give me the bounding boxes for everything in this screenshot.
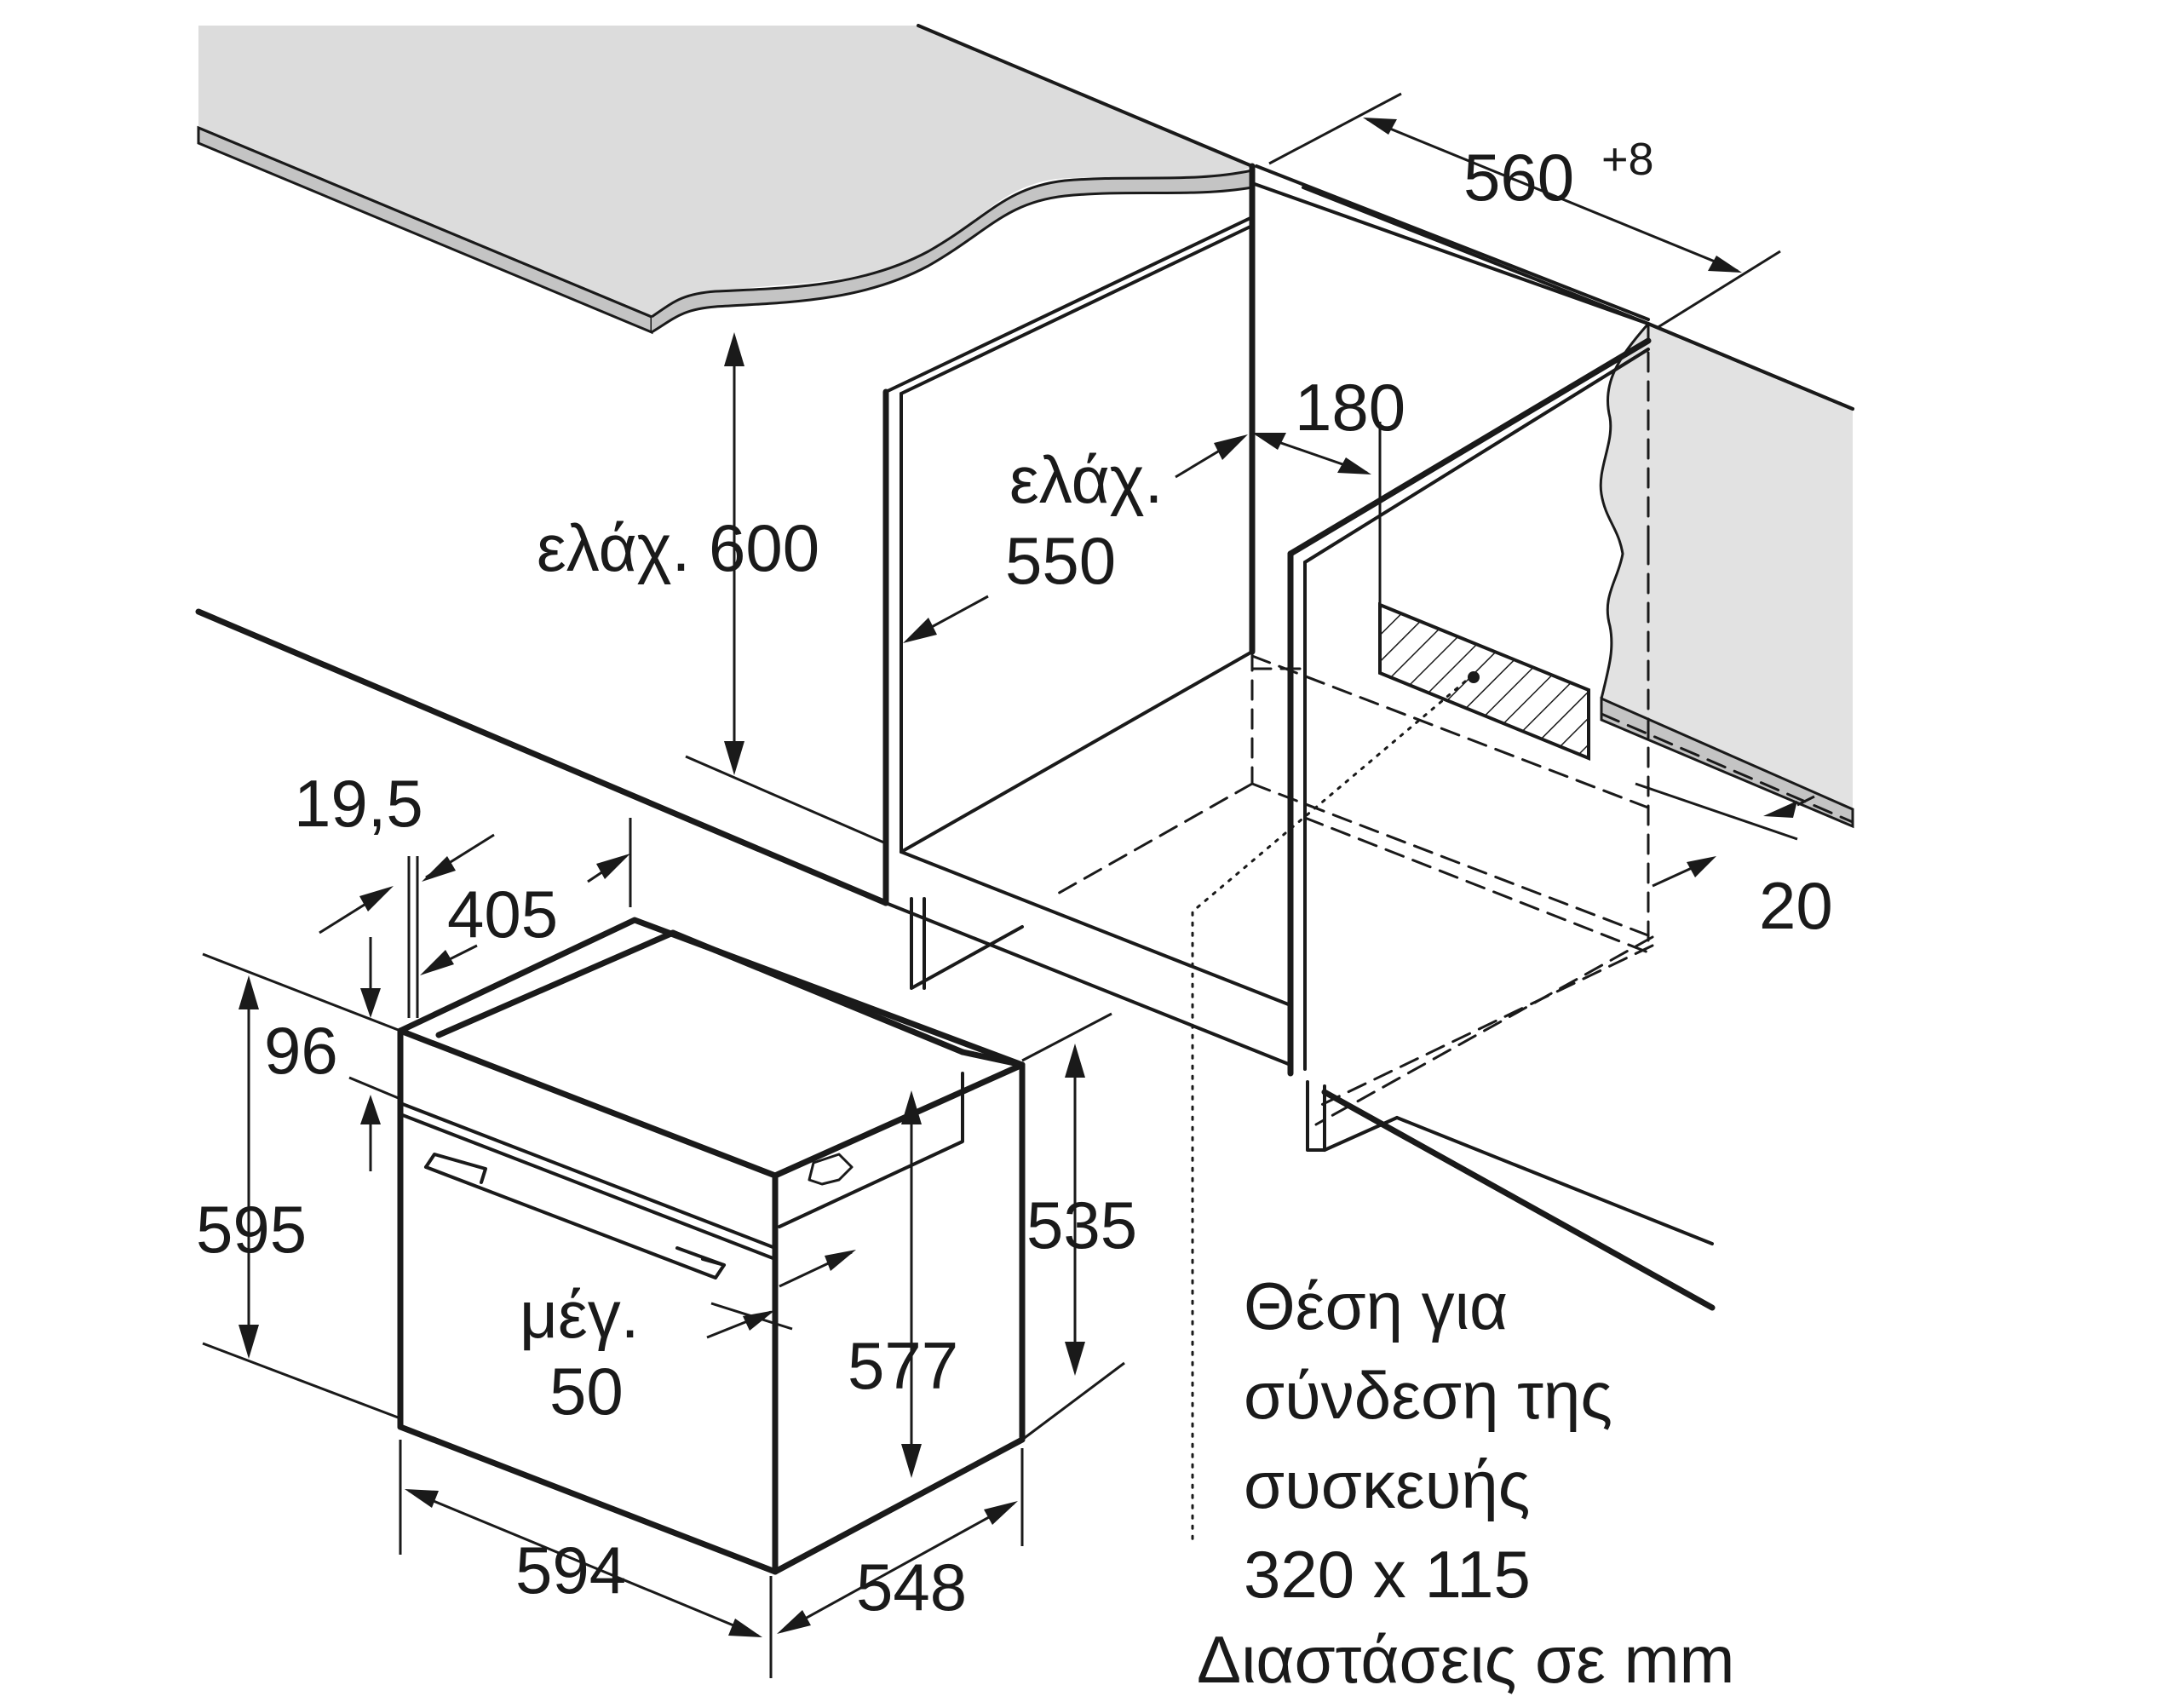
label-min-word: ελάχ. [1009,442,1163,517]
countertop [197,24,1254,335]
label-595: 595 [196,1192,307,1267]
wall-surface [1601,324,1853,818]
label-550: 550 [1005,523,1116,598]
label-max-word: μέγ. [520,1277,639,1352]
label-min-600: ελάχ. 600 [537,510,819,585]
connection-text-line4: 320 x 115 [1244,1537,1531,1612]
connection-leader [1191,680,1467,1544]
back-wall [1599,322,1854,947]
connection-text-line3: συσκευής [1244,1447,1530,1522]
label-594: 594 [515,1533,626,1607]
units-note: Διαστάσεις σε mm [1197,1622,1735,1697]
label-405: 405 [447,877,558,952]
labels: ελάχ. 600 ελάχ. 550 180 560 +8 20 19,5 4… [196,134,1833,1697]
connection-text-line1: Θέση για [1244,1268,1508,1343]
dimensions [202,92,1815,1678]
label-50: 50 [549,1354,624,1429]
oven [397,917,1026,1575]
label-20: 20 [1759,868,1833,943]
label-560: 560 [1463,140,1574,215]
label-577: 577 [848,1328,958,1403]
label-535: 535 [1026,1188,1137,1262]
label-180: 180 [1295,370,1405,445]
label-548: 548 [856,1550,967,1625]
countertop-surface [198,26,1252,317]
connection-text-line2: σύνδεση της [1244,1358,1612,1433]
connection-hatch [1378,602,1590,761]
label-560-tolerance: +8 [1601,134,1654,185]
cabinet [195,24,1854,1311]
connection-area [1191,602,1590,1544]
connection-point [1468,671,1480,683]
label-19-5: 19,5 [294,766,423,841]
label-96: 96 [264,1013,338,1088]
